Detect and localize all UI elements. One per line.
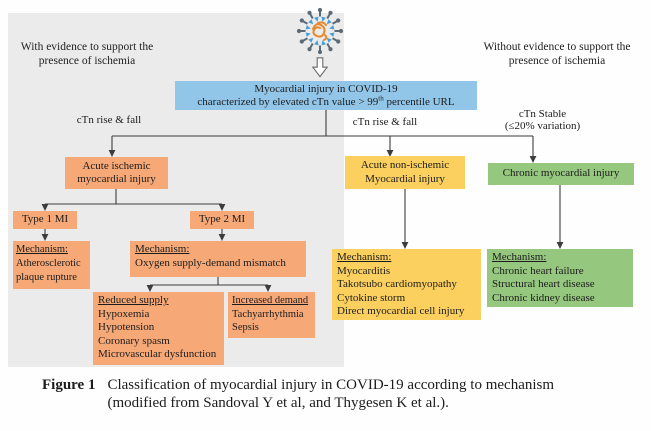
box-mechanism-type2: Mechanism: Oxygen supply-demand mismatch — [130, 241, 306, 277]
box-acute-ischemic-injury: Acute ischemic myocardial injury — [65, 157, 168, 189]
root-box-line1: Myocardial injury in COVID-19 — [254, 83, 398, 95]
root-box-line2: characterized by elevated cTn value > 99… — [197, 94, 455, 108]
box-mechanism-non-ischemic: Mechanism: Myocarditis Takotsubo cardiom… — [332, 249, 481, 320]
box-type-1-mi: Type 1 MI — [13, 211, 77, 229]
without-evidence-note: Without evidence to support the presence… — [483, 41, 631, 68]
mechanism-items: Atherosclerotic plaque rupture — [16, 257, 81, 283]
mechanism-title: Mechanism: — [16, 244, 68, 255]
branch-label-ctn-rise-fall-middle: cTn rise & fall — [352, 116, 418, 128]
box-mechanism-chronic: Mechanism: Chronic heart failure Structu… — [487, 249, 633, 307]
figure-caption-text: Classification of myocardial injury in C… — [107, 377, 554, 412]
mechanism-items: Oxygen supply-demand mismatch — [135, 256, 286, 269]
with-evidence-note: With evidence to support the presence of… — [20, 41, 154, 68]
reduced-supply-title: Reduced supply — [98, 294, 169, 306]
mechanism-items: Myocarditis Takotsubo cardiomyopathy Cyt… — [337, 264, 465, 318]
branch-label-ctn-rise-fall-left: cTn rise & fall — [76, 114, 142, 126]
mechanism-items: Chronic heart failure Structural heart d… — [492, 264, 595, 304]
coronavirus-icon — [296, 7, 344, 55]
figure-caption-line2: (modified from Sandoval Y et al, and Thy… — [107, 394, 449, 411]
box-acute-non-ischemic-injury: Acute non-ischemic Myocardial injury — [345, 156, 465, 189]
reduced-supply-items: Hypoxemia Hypotension Coronary spasm Mic… — [98, 307, 217, 361]
figure-caption-label: Figure 1 — [42, 377, 96, 393]
box-reduced-supply: Reduced supply Hypoxemia Hypotension Cor… — [93, 292, 224, 365]
hollow-down-arrow-icon — [312, 57, 328, 78]
mechanism-title: Mechanism: — [492, 251, 547, 263]
increased-demand-items: Tachyarrhythmia Sepsis — [232, 308, 304, 334]
box-mechanism-type1: Mechanism: Atherosclerotic plaque ruptur… — [13, 241, 90, 289]
root-box-myocardial-injury: Myocardial injury in COVID-19 characteri… — [175, 81, 477, 110]
box-increased-demand: Increased demand Tachyarrhythmia Sepsis — [228, 292, 315, 338]
figure-caption: Figure 1 Classification of myocardial in… — [42, 377, 620, 412]
increased-demand-title: Increased demand — [232, 295, 309, 306]
mechanism-title: Mechanism: — [337, 251, 392, 263]
mechanism-title: Mechanism: — [135, 243, 190, 255]
box-type-2-mi: Type 2 MI — [190, 211, 254, 229]
branch-label-ctn-stable: cTn Stable (≤20% variation) — [504, 108, 581, 132]
figure-caption-line1: Classification of myocardial injury in C… — [107, 377, 555, 393]
box-chronic-myocardial-injury: Chronic myocardial injury — [488, 163, 634, 185]
